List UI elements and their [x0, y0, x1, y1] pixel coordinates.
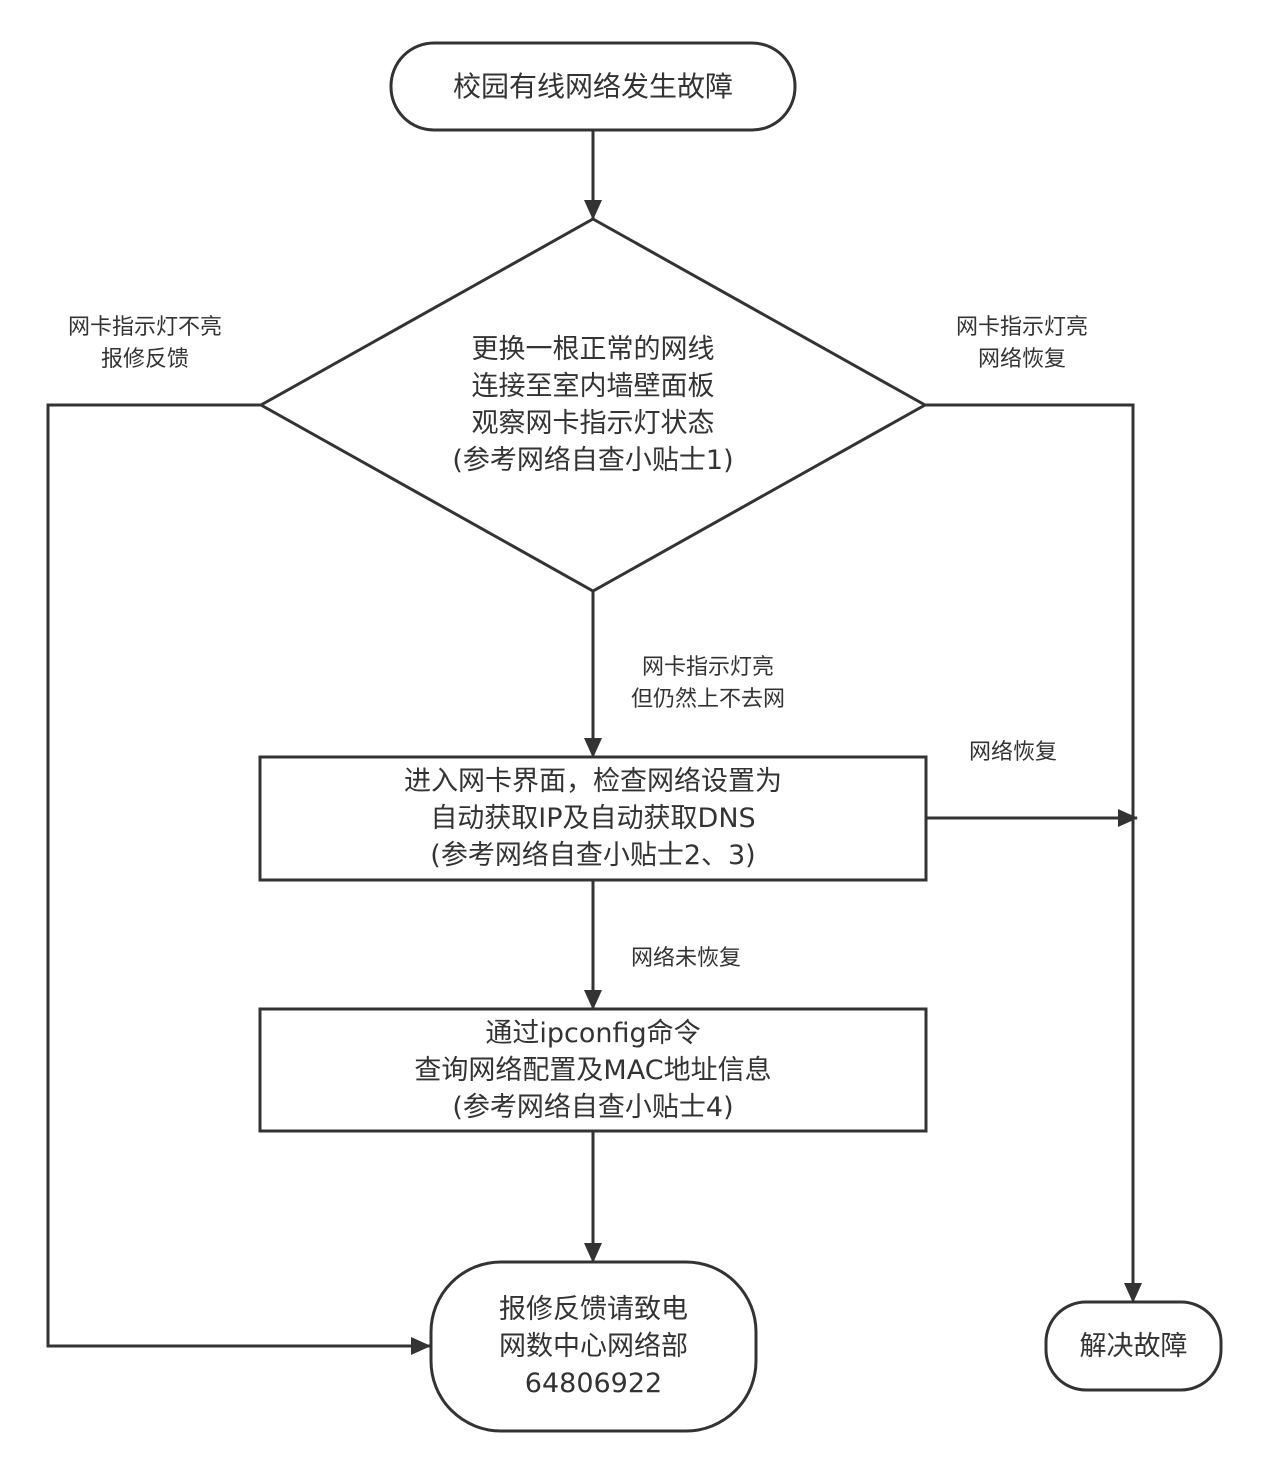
check-settings-node-text-line: 自动获取IP及自动获取DNS	[430, 803, 756, 834]
check-settings-node-shape	[258, 755, 928, 882]
edge-label-line: 网络未恢复	[630, 946, 741, 971]
edge-label-decision-down: 网卡指示灯亮 但仍然上不去网	[598, 652, 818, 716]
edge-label-line: 但仍然上不去网	[630, 687, 785, 712]
resolved-node: 解决故障	[1046, 1302, 1221, 1390]
ipconfig-node-text-line: 查询网络配置及MAC地址信息	[414, 1054, 772, 1086]
report-node-text-line: 报修反馈请致电	[499, 1294, 688, 1325]
edge-label-check-down: 网络未恢复	[606, 943, 766, 975]
check-settings-node: 进入网卡界面，检查网络设置为 自动获取IP及自动获取DNS (参考网络自查小贴士…	[260, 757, 926, 880]
edge-label-line: 网卡指示灯亮	[641, 655, 774, 680]
edge-decision-right-to-resolved	[925, 403, 1142, 1303]
edge-decision-left-to-report	[46, 403, 431, 1355]
decision-node-text-line: 更换一根正常的网线	[471, 334, 715, 365]
report-node-text-line: 网数中心网络部	[499, 1331, 688, 1362]
edge-label-check-right: 网络恢复	[943, 737, 1083, 769]
ipconfig-node-text-line: (参考网络自查小贴士4)	[452, 1091, 734, 1123]
decision-node-text-line: (参考网络自查小贴士1)	[452, 445, 734, 476]
check-settings-node-text-line: (参考网络自查小贴士2、3)	[430, 840, 756, 871]
start-node: 校园有线网络发生故障	[391, 43, 795, 130]
report-phone-number: 64806922	[524, 1368, 663, 1399]
ipconfig-node-text-line: 通过ipconfig命令	[485, 1017, 701, 1049]
report-node: 报修反馈请致电 网数中心网络部 64806922	[431, 1262, 756, 1431]
edge-label-decision-left: 网卡指示灯不亮 报修反馈	[30, 312, 260, 376]
edge-label-line: 网络恢复	[968, 740, 1057, 765]
edge-label-line: 网卡指示灯亮	[955, 315, 1088, 340]
check-settings-node-text-line: 进入网卡界面，检查网络设置为	[404, 766, 782, 797]
edge-label-decision-right: 网卡指示灯亮 网络恢复	[912, 312, 1132, 376]
decision-node: 更换一根正常的网线 连接至室内墙壁面板 观察网卡指示灯状态 (参考网络自查小贴士…	[380, 330, 806, 480]
decision-node-text-line: 观察网卡指示灯状态	[471, 408, 715, 439]
decision-node-text-line: 连接至室内墙壁面板	[471, 371, 715, 402]
ipconfig-node: 通过ipconfig命令 查询网络配置及MAC地址信息 (参考网络自查小贴士4)	[260, 1009, 926, 1131]
edge-label-line: 网卡指示灯不亮	[67, 315, 222, 340]
resolved-node-text: 解决故障	[1079, 1330, 1188, 1362]
start-node-text: 校园有线网络发生故障	[452, 70, 733, 103]
edge-label-line: 报修反馈	[100, 347, 189, 372]
edge-label-line: 网络恢复	[977, 347, 1066, 372]
